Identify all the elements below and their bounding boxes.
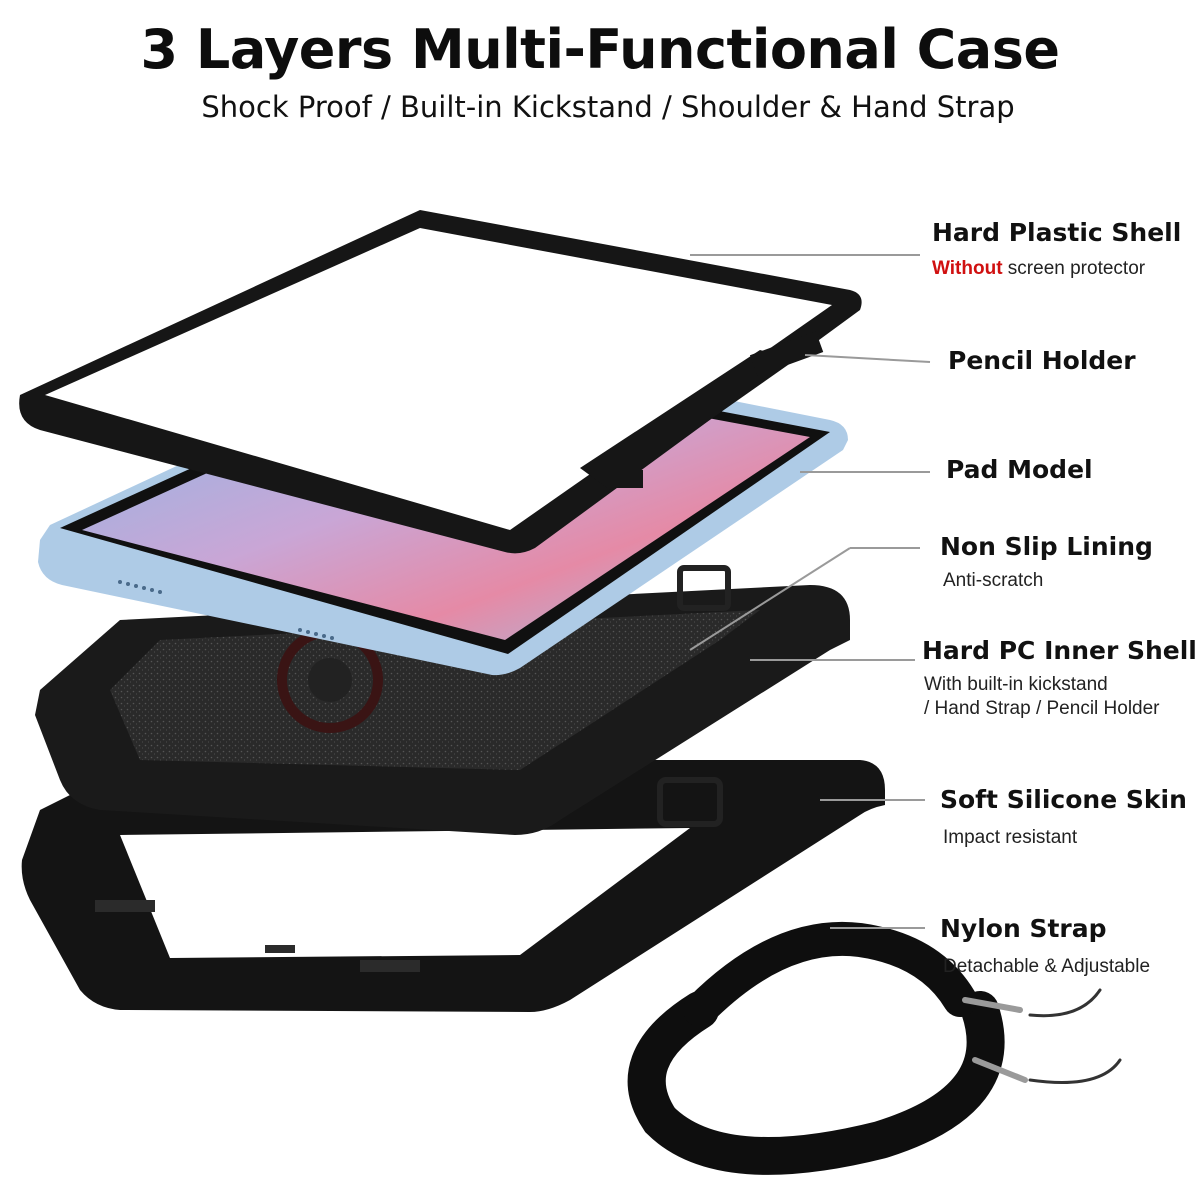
nylon-strap: [627, 921, 1122, 1175]
page-title: 3 Layers Multi-Functional Case: [140, 18, 1060, 81]
inner-shell: [35, 565, 850, 835]
feature-desc: Impact resistant: [943, 827, 1078, 848]
highlight-text: Without: [932, 258, 1003, 279]
page-subtitle: Shock Proof / Built-in Kickstand / Shoul…: [201, 90, 1015, 124]
leader-lines: [689, 254, 931, 929]
feature-desc: Anti-scratch: [943, 570, 1044, 591]
label-soft-silicone-skin: Soft Silicone Skin Impact resistant: [940, 785, 1187, 850]
feature-name: Soft Silicone Skin: [940, 785, 1187, 814]
feature-desc-line2: / Hand Strap / Pencil Holder: [924, 698, 1160, 719]
label-nylon-strap: Nylon Strap Detachable & Adjustable: [940, 914, 1150, 979]
feature-name: Hard Plastic Shell: [932, 218, 1182, 247]
label-non-slip-lining: Non Slip Lining Anti-scratch: [940, 532, 1153, 593]
feature-name: Hard PC Inner Shell: [922, 636, 1197, 665]
feature-name: Pencil Holder: [948, 346, 1136, 375]
feature-desc-line1: With built-in kickstand: [924, 674, 1108, 695]
feature-desc: Without screen protector: [932, 257, 1181, 281]
label-pencil-holder: Pencil Holder: [948, 346, 1136, 375]
hard-plastic-shell: [19, 210, 862, 554]
feature-desc: Detachable & Adjustable: [943, 956, 1151, 977]
feature-name: Nylon Strap: [940, 914, 1107, 943]
feature-name: Pad Model: [946, 455, 1093, 484]
desc-text: screen protector: [1002, 258, 1146, 279]
label-pad-model: Pad Model: [946, 455, 1093, 484]
label-hard-plastic-shell: Hard Plastic Shell Without screen protec…: [932, 218, 1181, 281]
label-hard-pc-inner-shell: Hard PC Inner Shell With built-in kickst…: [922, 636, 1197, 721]
feature-name: Non Slip Lining: [940, 532, 1153, 561]
